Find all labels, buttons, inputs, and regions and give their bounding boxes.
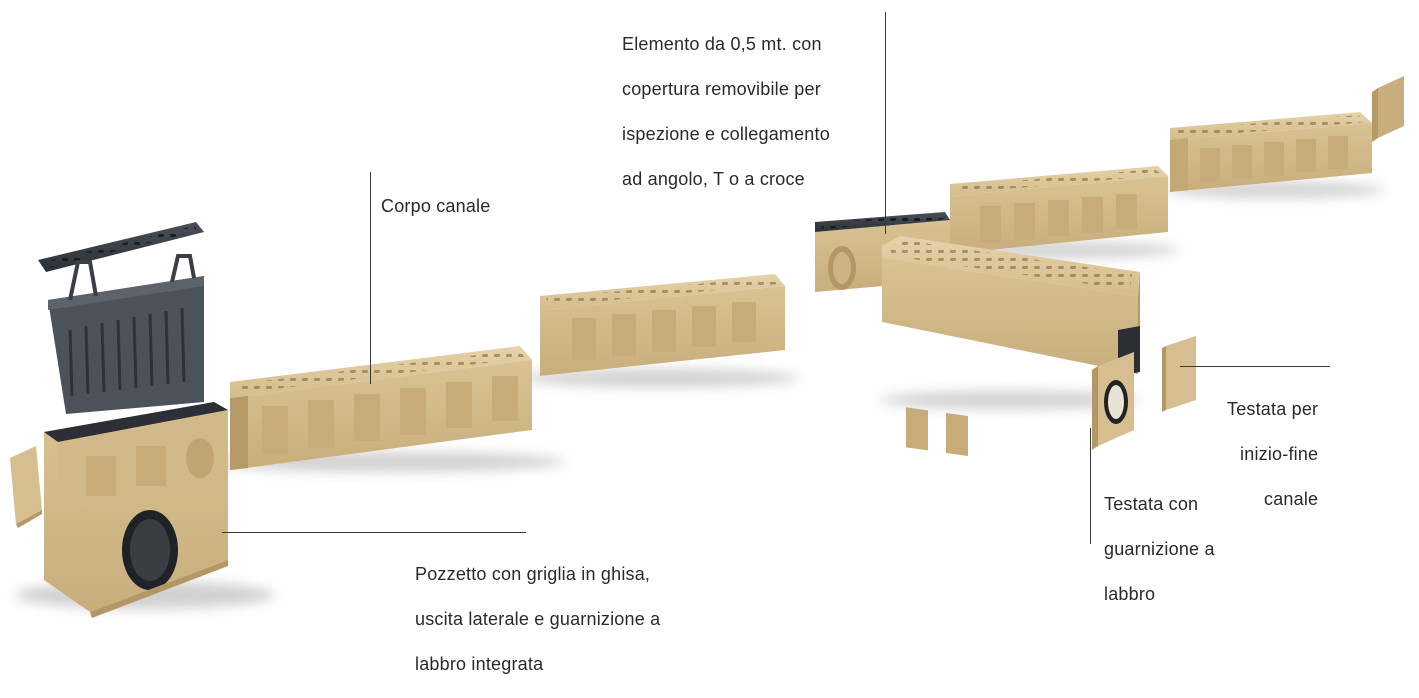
end-cap-far-right <box>1372 76 1404 142</box>
product-illustration <box>10 76 1404 618</box>
label-testata-guarnizione: Testata con guarnizione a labbro <box>1104 493 1215 604</box>
leader-line-corpo <box>370 172 371 384</box>
sump-end-cap <box>10 446 42 528</box>
end-cap-with-gasket <box>1092 352 1134 450</box>
channel-segment-corpo <box>230 346 532 470</box>
end-cap-plain-front <box>1162 336 1196 412</box>
leader-line-pozzetto <box>222 532 526 533</box>
sump-grate <box>38 222 204 272</box>
label-corpo-canale: Corpo canale <box>381 195 491 216</box>
channel-segment-far-right <box>1170 112 1372 192</box>
leader-line-testata-fine <box>1180 366 1330 367</box>
channel-segment-middle-right <box>950 166 1168 254</box>
sump-body <box>44 402 228 618</box>
label-testata-inizio-fine: Testata per inizio-fine canale <box>1227 398 1319 509</box>
channel-segment-center <box>540 274 785 376</box>
label-inspection-element: Elemento da 0,5 mt. con copertura removi… <box>622 33 830 189</box>
sump-basket <box>48 254 204 414</box>
channel-segment-front-right <box>882 236 1140 457</box>
leader-line-element <box>885 12 886 234</box>
label-pozzetto: Pozzetto con griglia in ghisa, uscita la… <box>415 563 661 674</box>
leader-line-testata-guarnizione <box>1090 428 1091 544</box>
